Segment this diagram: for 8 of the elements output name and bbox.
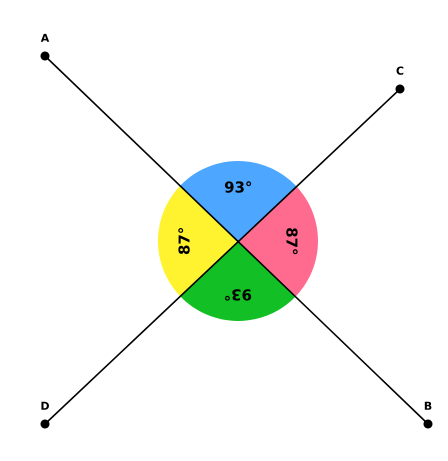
point: C	[396, 66, 404, 94]
node-label: A	[40, 34, 50, 42]
point: D	[40, 402, 50, 428]
node-label: B	[424, 402, 432, 410]
point: B	[424, 402, 432, 428]
node-label: C	[396, 66, 404, 75]
point: A	[40, 34, 50, 60]
node-label: D	[41, 402, 49, 410]
